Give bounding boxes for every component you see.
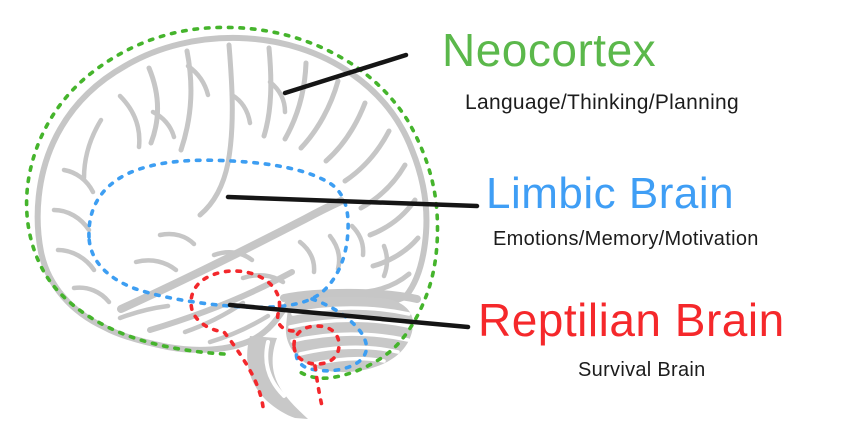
neocortex-sublabel: Language/Thinking/Planning <box>465 91 740 114</box>
pointer-line-neocortex <box>282 52 409 96</box>
limbic-brain-label: Limbic Brain <box>486 169 735 218</box>
reptilian-brain-sublabel: Survival Brain <box>578 359 706 381</box>
sulci-lines <box>51 42 421 345</box>
reptilian-brain-label: Reptilian Brain <box>478 294 785 346</box>
limbic-brain-sublabel: Emotions/Memory/Motivation <box>493 228 759 250</box>
brainstem-groove <box>264 340 286 398</box>
reptilian-region-outline <box>189 269 341 409</box>
cerebrum-outline <box>34 34 430 353</box>
neocortex-region-outline <box>24 25 440 380</box>
pointer-line-reptilian <box>227 302 471 330</box>
brain-line-art <box>34 34 430 419</box>
transverse-band <box>280 288 421 303</box>
neocortex-label: Neocortex <box>442 24 657 76</box>
brainstem <box>247 336 308 419</box>
pointer-line-limbic <box>225 194 480 209</box>
limbic-region-outline <box>87 158 369 373</box>
